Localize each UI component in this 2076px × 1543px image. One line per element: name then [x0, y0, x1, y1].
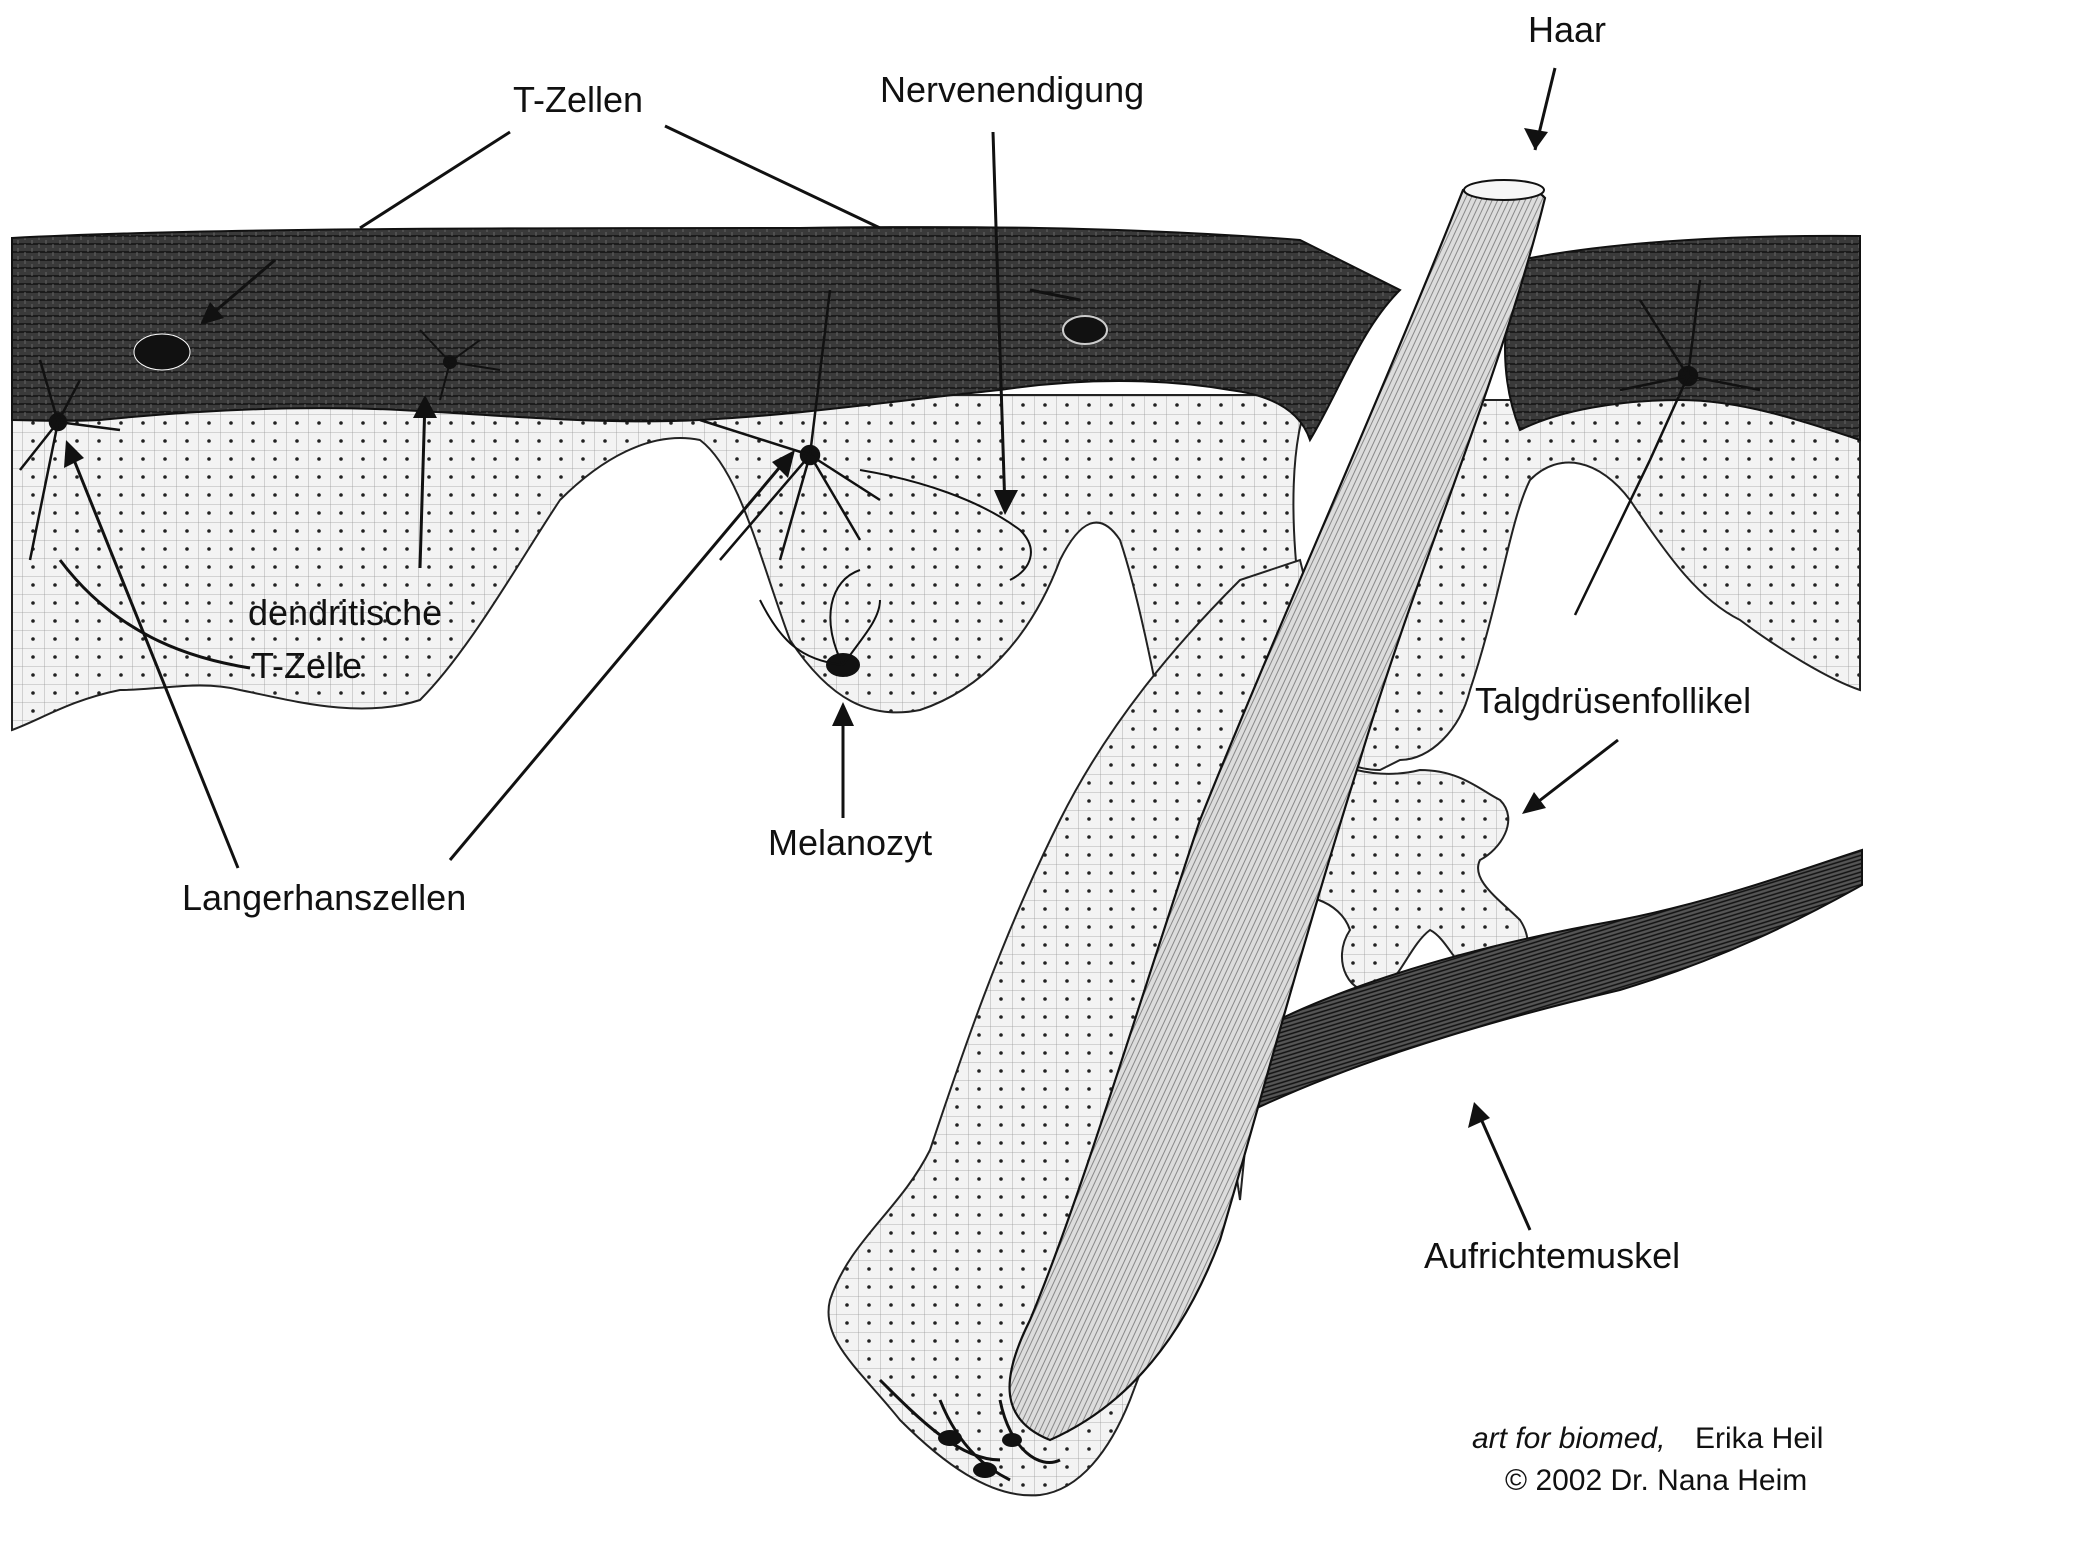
leader-lines — [58, 67, 1619, 1231]
label-haar: Haar — [1528, 9, 1606, 50]
label-t-zellen: T-Zellen — [513, 79, 643, 120]
langerhans-cell-left — [19, 359, 121, 561]
arrow-t-zellen-inner — [200, 302, 224, 325]
langerhans-cell-center — [699, 289, 881, 561]
leader-t-zellen-right — [664, 124, 881, 230]
credit-copyright: © 2002 Dr. Nana Heim — [1505, 1464, 1807, 1497]
t-cell-left — [133, 333, 191, 371]
leader-t-zellen-inner-right — [1029, 288, 1081, 302]
arrow-heads — [64, 128, 1548, 1128]
leader-aufrichtemuskel — [1476, 1111, 1532, 1231]
bulb-cell-1 — [938, 1430, 962, 1446]
leader-dendritische — [418, 399, 427, 569]
label-langerhanszellen: Langerhanszellen — [182, 877, 466, 918]
bulb-cell-2 — [973, 1462, 997, 1478]
bulb-cell-3 — [1002, 1433, 1022, 1447]
label-dendritische-line1: dendritische — [248, 592, 442, 633]
leader-talgdruesenfollikel — [1529, 738, 1619, 810]
leader-t-zellen-left — [359, 130, 511, 230]
leader-langerhans-right — [448, 454, 792, 861]
hair-tip — [1463, 179, 1545, 201]
label-dendritische-line2: T-Zelle — [252, 645, 362, 686]
melanocyte-cell — [759, 569, 881, 677]
langerhans-cell-right — [1573, 279, 1761, 616]
stratum-corneum-right — [1504, 234, 1861, 442]
credit-art: art for biomed, — [1472, 1422, 1665, 1455]
credit-artist: Erika Heil — [1695, 1422, 1823, 1455]
label-nervenendigung: Nervenendigung — [880, 69, 1144, 110]
label-aufrichtemuskel: Aufrichtemuskel — [1424, 1235, 1680, 1276]
stratum-corneum-left — [11, 226, 1402, 443]
arrow-melanozyt — [832, 702, 854, 726]
t-cell-right — [1062, 315, 1108, 345]
label-melanozyt: Melanozyt — [768, 822, 932, 863]
arrow-talgdruesenfollikel — [1522, 792, 1546, 814]
arrow-haar — [1524, 128, 1548, 150]
leader-nervenendigung — [991, 131, 1007, 511]
dendritic-t-cell — [419, 329, 501, 401]
leader-dendritische-second — [58, 559, 251, 670]
label-talgdruesenfollikel: Talgdrüsenfollikel — [1475, 680, 1751, 721]
leader-langerhans-left — [68, 449, 240, 869]
arrector-pili-muscle — [1178, 848, 1863, 1142]
hair-shaft — [1008, 183, 1547, 1442]
arrow-aufrichtemuskel — [1468, 1102, 1490, 1128]
arrow-langerhans-left — [64, 440, 84, 468]
arrow-nervenendigung — [994, 490, 1018, 515]
nerve-fiber — [859, 469, 1032, 581]
arrow-langerhans-right — [772, 450, 795, 478]
arrow-dendritische — [413, 395, 437, 418]
